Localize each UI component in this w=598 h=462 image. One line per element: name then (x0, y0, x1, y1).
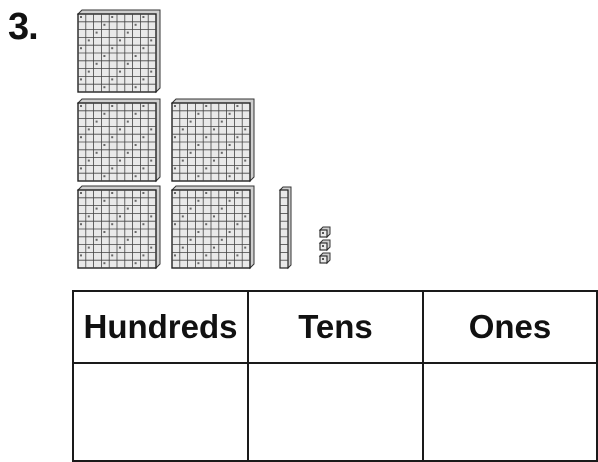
hundred-flat (172, 99, 254, 181)
base-ten-blocks (0, 0, 598, 285)
answer-cell-tens[interactable] (248, 363, 423, 461)
answer-cell-hundreds[interactable] (73, 363, 248, 461)
table-header-row: Hundreds Tens Ones (73, 291, 597, 363)
hundred-flat (78, 186, 160, 268)
hundred-flat (78, 99, 160, 181)
header-tens: Tens (248, 291, 423, 363)
place-value-table: Hundreds Tens Ones (72, 290, 598, 462)
answer-cell-ones[interactable] (423, 363, 597, 461)
answer-row (73, 363, 597, 461)
one-cube (320, 240, 330, 250)
header-ones: Ones (423, 291, 597, 363)
ten-rod (280, 187, 291, 268)
one-cube (320, 227, 330, 237)
hundred-flat (172, 186, 254, 268)
hundred-flat (78, 10, 160, 92)
one-cube (320, 253, 330, 263)
header-hundreds: Hundreds (73, 291, 248, 363)
